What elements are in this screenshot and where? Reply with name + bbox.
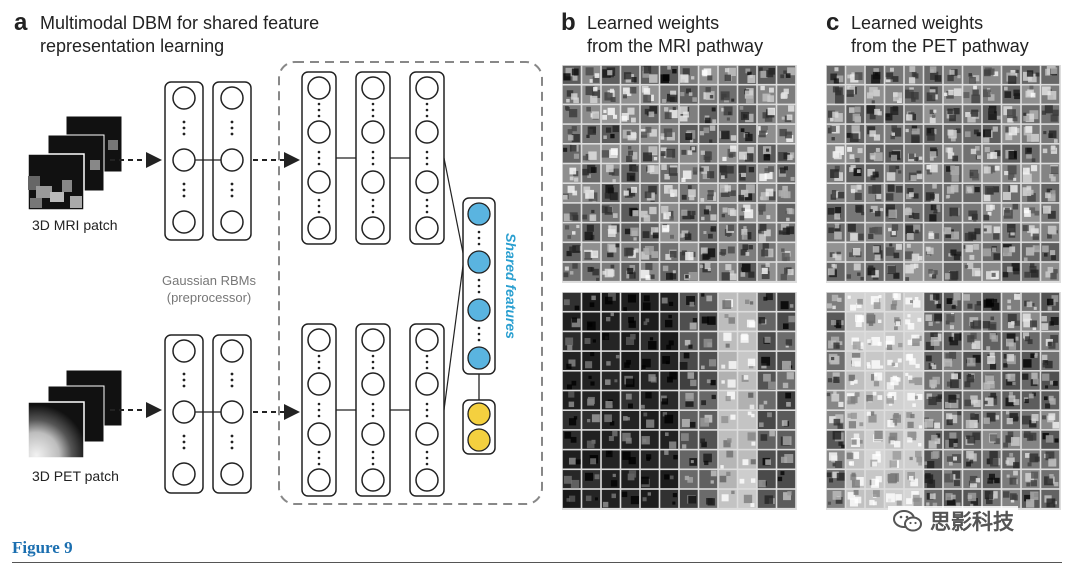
mri-rbm-layers: [164, 81, 252, 241]
mri-patch-stack: [27, 115, 123, 211]
output-units: [462, 399, 496, 455]
figure-label: Figure 9: [12, 538, 73, 557]
pet-patch-label: 3D PET patch: [32, 468, 119, 484]
panel-a-title-line1: Multimodal DBM for shared feature: [40, 13, 320, 33]
mri-weights-grid-top: [562, 65, 797, 283]
rbm-label-line2: (preprocessor): [166, 290, 252, 305]
pet-patch-stack: [27, 369, 123, 459]
panel-b-title-line1: Learned weights: [587, 13, 720, 33]
shared-feature-layer: [462, 197, 496, 375]
dbm-diagram: [27, 61, 543, 505]
panel-a-letter: a: [14, 9, 28, 36]
panel-c-title-line2: from the PET pathway: [851, 36, 1029, 56]
panel-c-letter: c: [826, 9, 840, 36]
figure-rule: [12, 562, 1062, 563]
watermark-text: 思影科技: [930, 510, 1014, 534]
mri-patch-label: 3D MRI patch: [32, 217, 118, 233]
pet-weights-grid-top: [826, 65, 1061, 283]
mri-dbm-layers: [301, 71, 445, 245]
panel-b-title-line2: from the MRI pathway: [587, 36, 764, 56]
watermark: 思影科技: [888, 506, 1018, 536]
pet-dbm-layers: [301, 323, 445, 497]
pet-rbm-layers: [164, 334, 252, 494]
pet-weights-grid-bottom: [826, 292, 1061, 510]
panel-b-letter: b: [561, 9, 576, 36]
wechat-icon: [893, 510, 922, 532]
rbm-label-line1: Gaussian RBMs: [162, 273, 256, 288]
rbm-label: Gaussian RBMs (preprocessor): [146, 272, 272, 306]
shared-features-label: Shared features: [503, 233, 519, 339]
panel-a-title-line2: representation learning: [40, 36, 225, 56]
mri-weights-grid-bottom: [562, 292, 797, 510]
panel-c-title-line1: Learned weights: [851, 13, 984, 33]
shared-connections: [443, 157, 465, 411]
